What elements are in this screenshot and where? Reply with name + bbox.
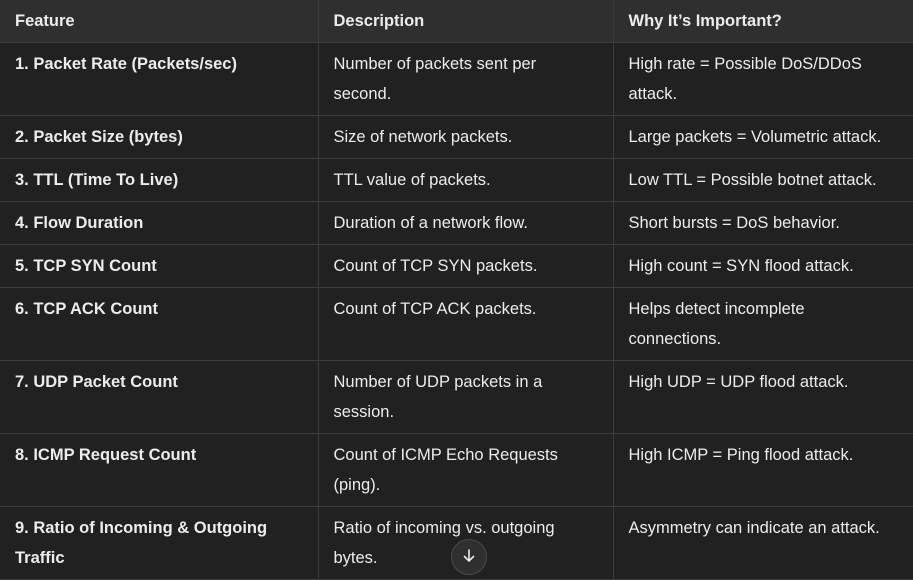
table-row: 3. TTL (Time To Live) TTL value of packe… (0, 158, 913, 202)
scroll-down-button[interactable] (451, 539, 487, 575)
description-cell: Count of TCP ACK packets. (318, 287, 614, 361)
importance-cell: Large packets = Volumetric attack. (613, 115, 913, 159)
feature-cell: 2. Packet Size (bytes) (0, 115, 319, 159)
table-body: 1. Packet Rate (Packets/sec) Number of p… (0, 42, 913, 580)
table-row: 4. Flow Duration Duration of a network f… (0, 201, 913, 245)
header-row: Feature Description Why It’s Important? (0, 0, 913, 43)
importance-cell: Asymmetry can indicate an attack. (613, 506, 913, 580)
table-header: Feature Description Why It’s Important? (0, 0, 913, 43)
description-cell: Number of UDP packets in a session. (318, 360, 614, 434)
table-row: 2. Packet Size (bytes) Size of network p… (0, 115, 913, 159)
description-cell: Count of TCP SYN packets. (318, 244, 614, 288)
header-importance: Why It’s Important? (613, 0, 913, 43)
table-row: 5. TCP SYN Count Count of TCP SYN packet… (0, 244, 913, 288)
importance-cell: High UDP = UDP flood attack. (613, 360, 913, 434)
header-description: Description (318, 0, 614, 43)
header-feature: Feature (0, 0, 319, 43)
feature-cell: 5. TCP SYN Count (0, 244, 319, 288)
table-row: 6. TCP ACK Count Count of TCP ACK packet… (0, 287, 913, 361)
description-cell: TTL value of packets. (318, 158, 614, 202)
feature-cell: 8. ICMP Request Count (0, 433, 319, 507)
feature-cell: 4. Flow Duration (0, 201, 319, 245)
importance-cell: Low TTL = Possible botnet attack. (613, 158, 913, 202)
feature-cell: 1. Packet Rate (Packets/sec) (0, 42, 319, 116)
importance-cell: High rate = Possible DoS/DDoS attack. (613, 42, 913, 116)
importance-cell: Short bursts = DoS behavior. (613, 201, 913, 245)
description-cell: Duration of a network flow. (318, 201, 614, 245)
importance-cell: Helps detect incomplete connections. (613, 287, 913, 361)
description-cell: Size of network packets. (318, 115, 614, 159)
description-cell: Count of ICMP Echo Requests (ping). (318, 433, 614, 507)
arrow-down-icon (463, 549, 475, 562)
table-row: 7. UDP Packet Count Number of UDP packet… (0, 360, 913, 434)
table-row: 9. Ratio of Incoming & Outgoing Traffic … (0, 506, 913, 580)
feature-cell: 3. TTL (Time To Live) (0, 158, 319, 202)
feature-cell: 6. TCP ACK Count (0, 287, 319, 361)
feature-cell: 7. UDP Packet Count (0, 360, 319, 434)
importance-cell: High ICMP = Ping flood attack. (613, 433, 913, 507)
feature-cell: 9. Ratio of Incoming & Outgoing Traffic (0, 506, 319, 580)
importance-cell: High count = SYN flood attack. (613, 244, 913, 288)
table-row: 1. Packet Rate (Packets/sec) Number of p… (0, 42, 913, 116)
table-row: 8. ICMP Request Count Count of ICMP Echo… (0, 433, 913, 507)
description-cell: Number of packets sent per second. (318, 42, 614, 116)
